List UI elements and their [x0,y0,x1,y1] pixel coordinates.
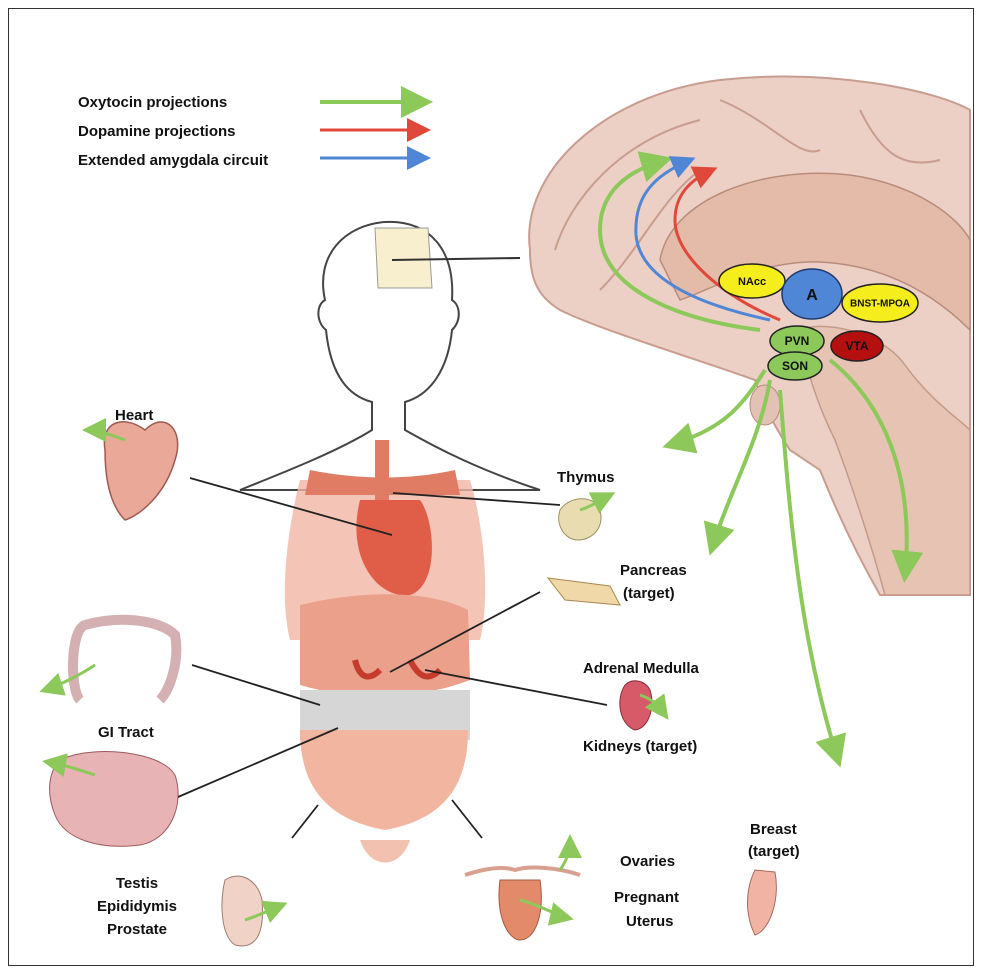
gi-tract-label: GI Tract [98,724,154,741]
testis-connector [292,805,318,838]
breast-label-line2: (target) [748,843,800,860]
ovaries-label: Ovaries [620,853,675,870]
legend-label-amygdala: Extended amygdala circuit [78,152,268,169]
ovary-oxytocin-arrow [560,840,570,870]
head-outline [240,222,540,490]
vta-label: VTA [845,339,868,353]
pancreas-label-line2: (target) [623,585,675,602]
liver-stomach [300,594,470,695]
son-label: SON [782,359,808,373]
uterus-label-line2: Uterus [626,913,674,930]
colon-icon [73,620,176,700]
adrenal-label: Adrenal Medulla [583,660,700,677]
pancreas-label-line1: Pancreas [620,562,687,579]
pvn-label: PVN [785,334,810,348]
ovary-connector [452,800,482,838]
legend-label-oxytocin: Oxytocin projections [78,94,227,111]
torso-organs [285,440,485,863]
bladder [360,840,410,863]
heart-label: Heart [115,407,153,424]
amygdala-label: A [806,287,818,304]
intestines [300,730,468,830]
testis-label-line2: Epididymis [97,898,177,915]
pancreas-icon [548,578,620,605]
legend-item-oxytocin: Oxytocin projections [78,94,425,111]
bnst-mpoa-label: BNST-MPOA [850,299,910,310]
kidneys-label: Kidneys (target) [583,738,697,755]
legend-item-amygdala: Extended amygdala circuit [78,152,425,169]
testis-label-line1: Testis [116,875,158,892]
testis-icon [222,876,263,946]
uterus-icon [499,880,541,940]
thymus-label: Thymus [557,469,615,486]
kidney-icon [620,681,652,730]
legend: Oxytocin projections Dopamine projection… [78,94,425,169]
legend-label-dopamine: Dopamine projections [78,123,236,140]
brain-inset-box [375,228,432,288]
testis-label-line3: Prostate [107,921,167,938]
uterus-label-line1: Pregnant [614,889,679,906]
breast-label-line1: Breast [750,821,797,838]
legend-item-dopamine: Dopamine projections [78,123,425,140]
aorta [375,440,389,510]
breast-icon [748,870,777,935]
nacc-label: NAcc [738,276,766,288]
ovary-tubes-icon [465,868,580,875]
